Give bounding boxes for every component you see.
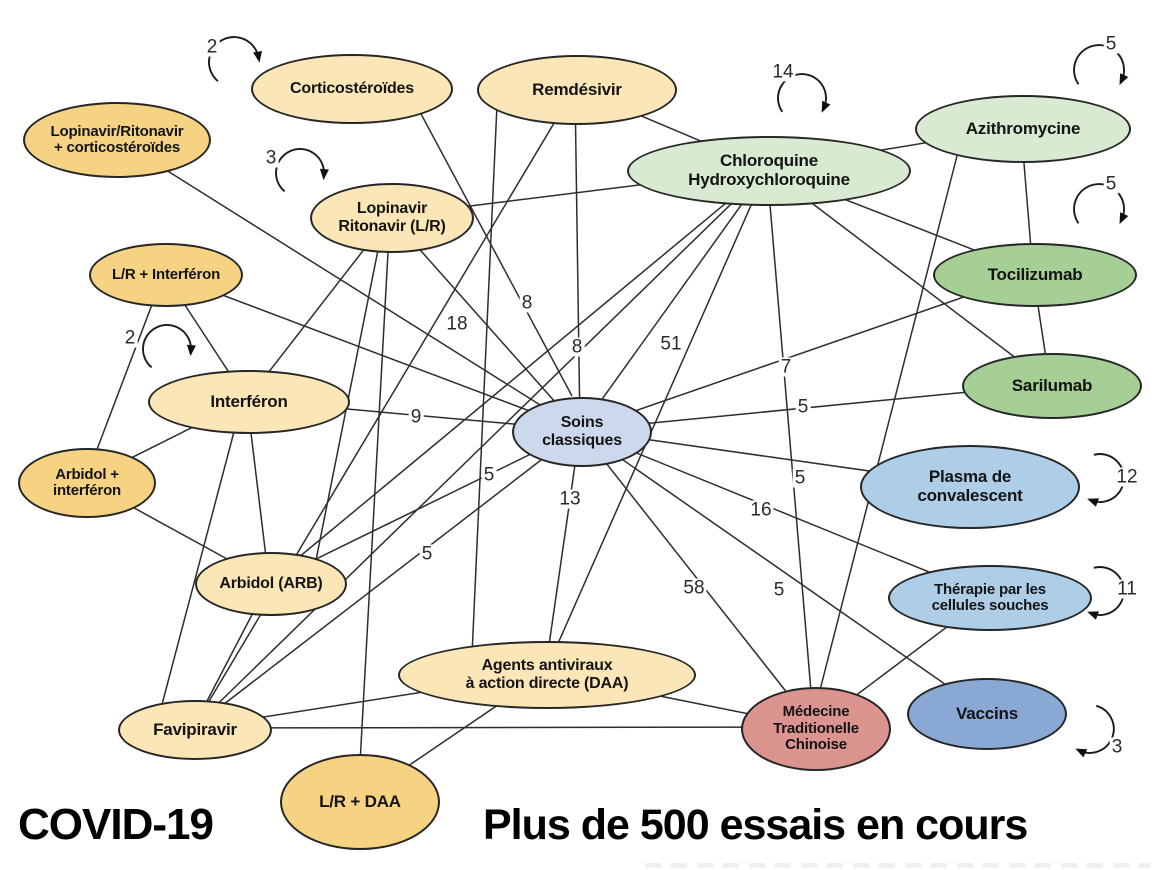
node-label: Remdésivir <box>532 79 622 99</box>
self-loop-arrow-icon <box>319 168 329 181</box>
edge-soins-arbidol <box>268 429 581 583</box>
node-label: Chinoise <box>785 736 847 754</box>
self-loop-interferon <box>142 324 192 369</box>
node-cortico: Corticostéroïdes <box>251 54 453 124</box>
node-label: Interféron <box>210 391 288 411</box>
node-label: Azithromycine <box>965 118 1081 138</box>
edge-interferon-favipiravir <box>159 427 236 713</box>
edge-lopinavir-lr_daa <box>357 215 391 801</box>
node-lr_daa: L/R + DAA <box>280 754 440 850</box>
edge-soins-favipiravir <box>192 429 581 729</box>
edge-chloro-sarilumab <box>766 168 1051 385</box>
node-label: Agents antiviraux <box>481 657 613 675</box>
edge-remdesivir-daa <box>471 104 498 656</box>
node-label: Sarilumab <box>1011 375 1093 395</box>
node-label: Arbidol + <box>55 465 119 483</box>
diagram-title-covid19: COVID-19 <box>18 800 214 849</box>
node-label: Traditionelle <box>773 719 859 737</box>
edge-soins-daa <box>544 429 581 674</box>
self-loop-arrow-icon <box>253 51 262 63</box>
node-label: à action directe (DAA) <box>465 675 629 692</box>
edge-soins-chloro <box>579 168 768 431</box>
node-toci: Tocilizumab <box>933 243 1137 307</box>
node-lr_ifn: L/R + Interféron <box>89 243 243 307</box>
node-label: Favipiravir <box>153 719 237 739</box>
node-label: Soins <box>560 414 604 432</box>
self-loop-chloro <box>777 73 827 113</box>
node-arbidol: Arbidol (ARB) <box>195 552 347 616</box>
edge-chloro-mtc <box>766 168 815 728</box>
edge-soins-lr_cortico <box>114 137 581 431</box>
self-loop-lopinavir <box>275 148 325 193</box>
node-azithro: Azithromycine <box>915 95 1131 163</box>
node-remdesivir: Remdésivir <box>477 55 677 125</box>
node-label: Lopinavir <box>356 200 428 218</box>
node-label: L/R + Interféron <box>111 265 221 283</box>
self-loop-arrow-icon <box>1075 748 1088 758</box>
self-loop-arrow-icon <box>821 100 831 113</box>
edge-soins-toci <box>579 272 1034 431</box>
node-label: Arbidol (ARB) <box>219 575 323 593</box>
node-label: Hydroxychloroquine <box>688 170 850 189</box>
self-loop-arrow-icon <box>1119 212 1129 225</box>
self-loop-arrow-icon <box>1087 611 1099 620</box>
self-loop-azithro <box>1073 44 1125 85</box>
edge-azithro-mtc <box>819 151 959 691</box>
self-loop-arrow-icon <box>186 344 196 357</box>
edge-remdesivir-favipiravir <box>192 87 576 729</box>
node-label: Plasma de <box>928 467 1012 487</box>
edge-soins-cortico <box>419 111 573 397</box>
edge-chloro-daa <box>544 168 768 674</box>
node-label: Vaccins <box>956 703 1018 723</box>
node-arbidol_ifn: Arbidol +interféron <box>18 448 156 518</box>
node-label: Thérapie par les <box>934 580 1046 598</box>
node-label: cellules souches <box>931 597 1049 614</box>
edge-soins-lr_ifn <box>163 272 581 431</box>
edge-chloro-arbidol <box>268 168 768 583</box>
edge-soins-cellules <box>579 429 989 597</box>
self-loop-toci <box>1073 183 1125 224</box>
node-label: + corticostéroïdes <box>53 139 181 156</box>
node-lr_cortico: Lopinavir/Ritonavir+ corticostéroïdes <box>23 102 211 178</box>
edge-mtc-favipiravir <box>192 726 815 729</box>
node-favipiravir: Favipiravir <box>118 700 272 760</box>
self-loop-cortico <box>208 36 260 82</box>
node-sarilumab: Sarilumab <box>962 353 1142 419</box>
edge-soins-lopinavir <box>389 215 581 431</box>
node-label: Ritonavir (L/R) <box>338 218 446 235</box>
self-loop-arrow-icon <box>1087 498 1099 507</box>
edge-soins-vaccins <box>579 429 986 713</box>
self-loop-vaccins <box>1079 704 1115 754</box>
node-label: L/R + DAA <box>319 791 401 811</box>
node-vaccins: Vaccins <box>907 678 1067 750</box>
node-label: convalescent <box>917 486 1023 505</box>
edge-soins-remdesivir <box>574 87 581 431</box>
node-label: Chloroquine <box>720 151 818 171</box>
node-label: interféron <box>52 482 121 499</box>
node-label: Médecine <box>782 703 850 721</box>
node-label: classiques <box>542 432 622 449</box>
node-label: Tocilizumab <box>987 264 1083 284</box>
node-label: Corticostéroïdes <box>290 80 414 98</box>
edge-chloro-favipiravir <box>192 168 768 729</box>
node-interferon: Interféron <box>148 370 350 434</box>
edge-lr_ifn-arbidol_ifn <box>84 272 165 482</box>
diagram-title-trials-count: Plus de 500 essais en cours <box>483 801 1028 849</box>
self-loop-arrow-icon <box>1119 73 1129 86</box>
cropped-caption-strip <box>645 863 1150 868</box>
node-label: Lopinavir/Ritonavir <box>50 122 184 140</box>
